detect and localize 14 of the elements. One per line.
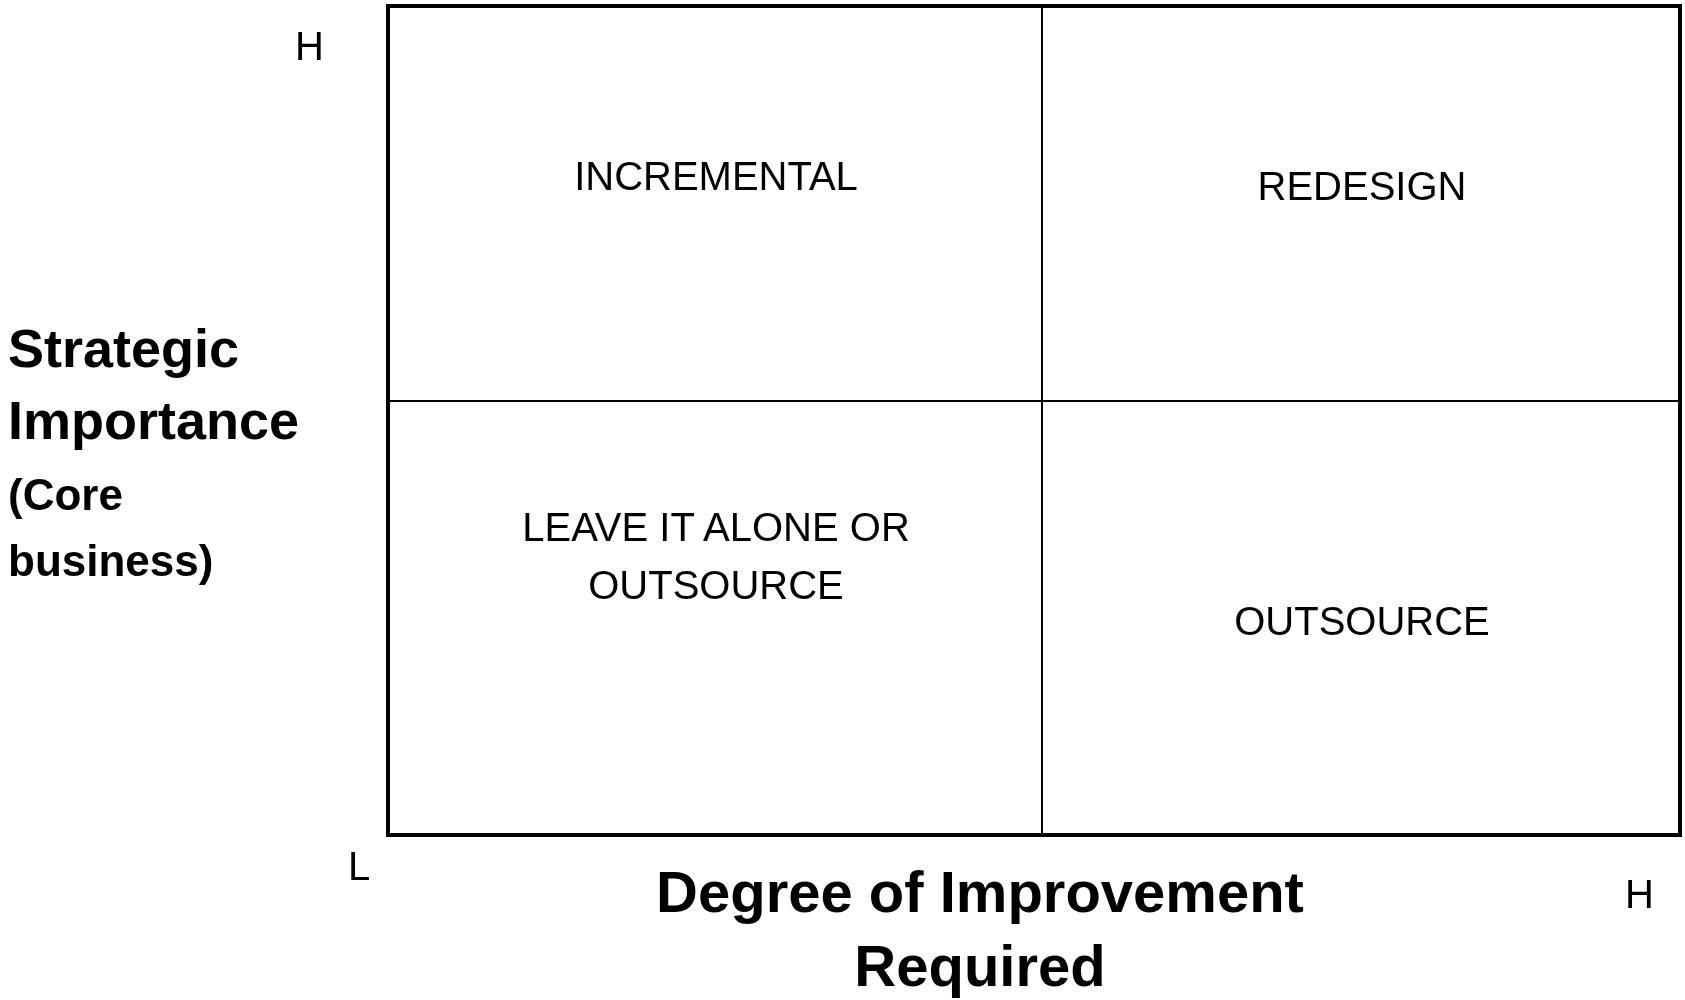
axis-tick-label: L: [348, 843, 372, 890]
quadrant-label: REDESIGN: [1256, 163, 1468, 210]
quadrant-label: OUTSOURCE: [1233, 598, 1491, 645]
matrix-quadrant: [388, 401, 1042, 835]
quadrant-label: LEAVE IT ALONE OR OUTSOURCE: [521, 504, 911, 609]
axis-tick-label: H: [295, 23, 325, 70]
matrix-quadrant: [1042, 401, 1680, 835]
matrix-quadrant: [1042, 6, 1680, 401]
matrix-quadrant: [388, 6, 1042, 401]
axis-title: Degree of Improvement Required: [655, 858, 1305, 1000]
quadrant-label: INCREMENTAL: [573, 153, 859, 200]
axis-subtitle: (Core business): [8, 469, 215, 587]
axis-title: Strategic Importance: [8, 317, 301, 452]
axis-tick-label: H: [1625, 871, 1655, 918]
